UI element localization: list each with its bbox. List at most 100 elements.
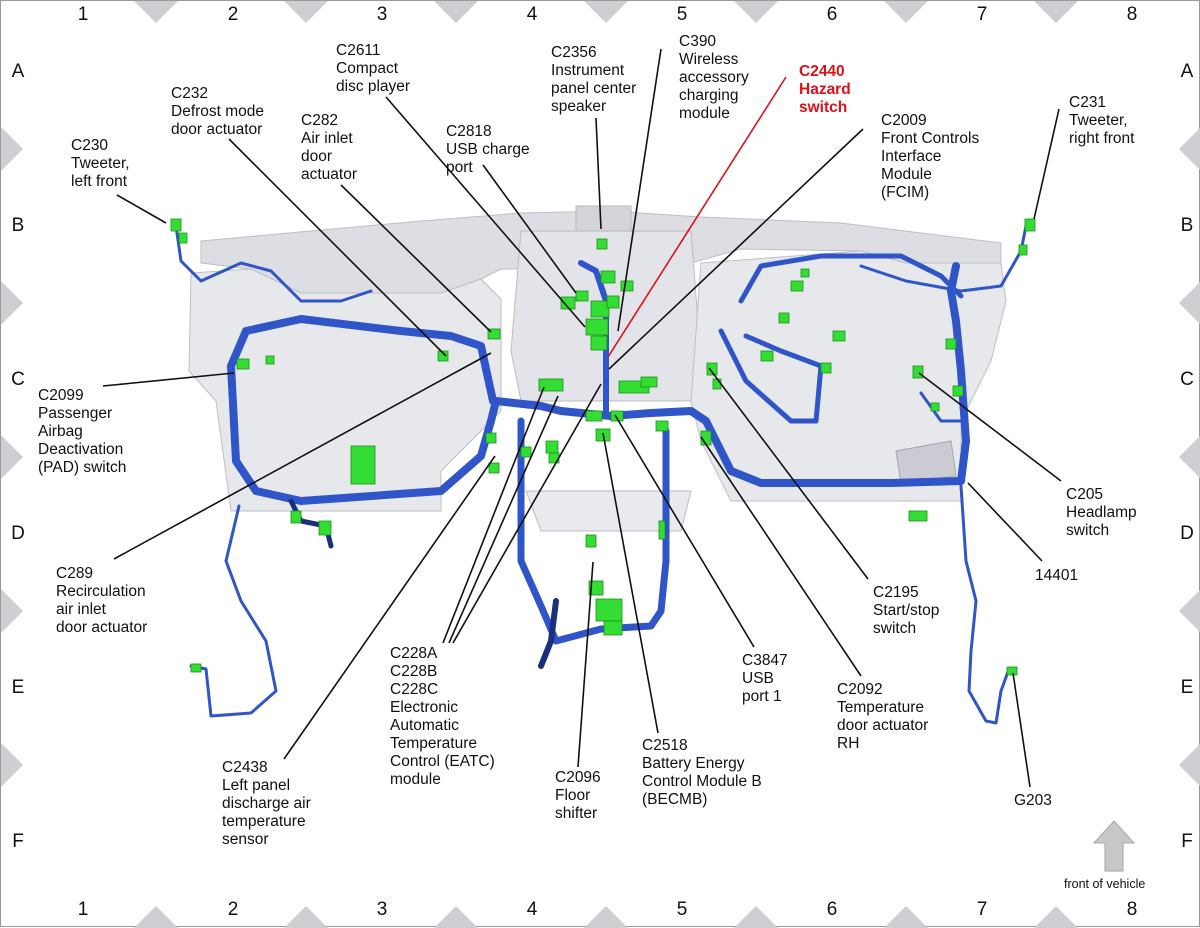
grid-column-label-top-4: 4 — [526, 4, 538, 25]
connector-5 — [290, 510, 302, 524]
leader-line-c2438 — [283, 455, 496, 760]
leader-line-c2099 — [102, 372, 235, 387]
connector-7 — [190, 663, 202, 673]
callout-c2099: C2099 Passenger Airbag Deactivation (PAD… — [38, 387, 127, 476]
leader-line-c2009 — [608, 128, 864, 370]
callout-c2356: C2356 Instrument panel center speaker — [551, 44, 637, 115]
border-tab-right-3 — [1179, 590, 1200, 632]
connector-13 — [545, 440, 559, 454]
connector-19 — [585, 318, 609, 336]
front-of-vehicle-arrow — [1092, 820, 1136, 872]
connector-39 — [760, 350, 774, 362]
grid-row-label-left-C: C — [11, 369, 25, 390]
connector-44 — [832, 330, 846, 342]
grid-column-label-top-8: 8 — [1126, 4, 1138, 25]
connector-34 — [655, 420, 669, 432]
leader-line-c2818 — [482, 164, 577, 294]
callout-c230: C230 Tweeter, left front — [71, 137, 130, 190]
harness-left-down — [189, 504, 278, 718]
connector-20 — [590, 335, 608, 351]
connector-47 — [930, 402, 940, 412]
grid-row-label-right-D: D — [1180, 523, 1194, 544]
leader-line-c2611 — [385, 96, 586, 328]
callout-14401: 14401 — [1035, 567, 1079, 584]
leader-line-14401 — [967, 482, 1043, 562]
connector-31 — [595, 598, 623, 622]
connector-43 — [820, 362, 832, 374]
grid-row-label-left-F: F — [12, 831, 24, 852]
border-tab-right-2 — [1179, 436, 1200, 478]
leader-line-c2092 — [700, 436, 862, 677]
connector-10 — [485, 432, 497, 444]
border-tab-top-1 — [284, 1, 328, 23]
grid-column-label-bottom-7: 7 — [976, 899, 988, 920]
center-speaker-grille — [575, 205, 632, 232]
harness-center-riser — [578, 260, 609, 419]
callout-c2518: C2518 Battery Energy Control Module B (B… — [642, 737, 762, 808]
grid-column-label-bottom-1: 1 — [77, 899, 89, 920]
leader-line-c230 — [116, 194, 167, 224]
connector-27 — [610, 410, 624, 422]
harness-center-drop — [517, 417, 670, 645]
callout-c2440: C2440 Hazard switch — [799, 63, 851, 116]
border-tab-bottom-0 — [134, 906, 178, 928]
grid-column-label-bottom-8: 8 — [1126, 899, 1138, 920]
grid-column-label-top-1: 1 — [77, 4, 89, 25]
border-tab-bottom-4 — [734, 906, 778, 928]
connector-16 — [560, 296, 576, 310]
border-tab-right-1 — [1179, 282, 1200, 324]
connector-14 — [538, 378, 564, 392]
glovebox-vent-grille — [895, 440, 957, 484]
connector-26 — [585, 410, 603, 422]
connector-23 — [606, 295, 620, 309]
connector-51 — [1024, 218, 1036, 232]
instrument-panel-right-side — [690, 250, 1007, 502]
grid-column-label-bottom-6: 6 — [826, 899, 838, 920]
connector-4 — [350, 445, 376, 485]
connector-37 — [706, 362, 718, 376]
leader-line-c228a — [442, 386, 545, 644]
callout-c2009: C2009 Front Controls Interface Module (F… — [881, 112, 980, 201]
leader-line-c2195 — [708, 367, 869, 580]
border-tab-top-3 — [584, 1, 628, 23]
connector-1 — [178, 232, 188, 244]
leader-line-c390 — [617, 48, 662, 332]
border-tab-top-6 — [1034, 1, 1078, 23]
border-tab-left-1 — [1, 281, 23, 325]
border-tab-left-4 — [1, 743, 23, 787]
border-tab-left-3 — [1, 589, 23, 633]
leader-line-c205 — [918, 372, 1062, 482]
border-tab-left-0 — [1, 127, 23, 171]
callout-c282: C282 Air inlet door actuator — [301, 112, 358, 183]
connector-41 — [790, 280, 804, 292]
leader-line-c289 — [113, 352, 492, 560]
grid-column-label-top-7: 7 — [976, 4, 988, 25]
callout-c205: C205 Headlamp switch — [1066, 486, 1137, 539]
leader-line-c2518 — [602, 432, 659, 734]
leader-lines — [102, 48, 1062, 788]
connector-32 — [603, 620, 623, 636]
leader-line-g203 — [1012, 672, 1031, 788]
harness-right-lower-branch — [919, 391, 963, 423]
connector-17 — [575, 290, 589, 302]
callout-c2092: C2092 Temperature door actuator RH — [837, 681, 929, 752]
connector-18 — [590, 300, 610, 318]
grid-row-label-left-D: D — [11, 523, 25, 544]
connector-22 — [600, 270, 616, 284]
connector-8 — [437, 350, 449, 362]
connector-48 — [945, 338, 957, 350]
connectors — [170, 218, 1036, 676]
connector-12 — [520, 446, 532, 458]
border-tab-bottom-3 — [584, 906, 628, 928]
border-tab-bottom-5 — [884, 906, 928, 928]
connector-35 — [658, 520, 666, 540]
callout-c2611: C2611 Compact disc player — [336, 42, 411, 95]
connector-9 — [487, 328, 501, 340]
callout-c2438: C2438 Left panel discharge air temperatu… — [222, 759, 311, 848]
grid-row-label-left-B: B — [11, 215, 25, 236]
harness-right-down — [959, 484, 1011, 725]
connector-46 — [912, 365, 924, 379]
wiring-harness — [174, 224, 1028, 725]
